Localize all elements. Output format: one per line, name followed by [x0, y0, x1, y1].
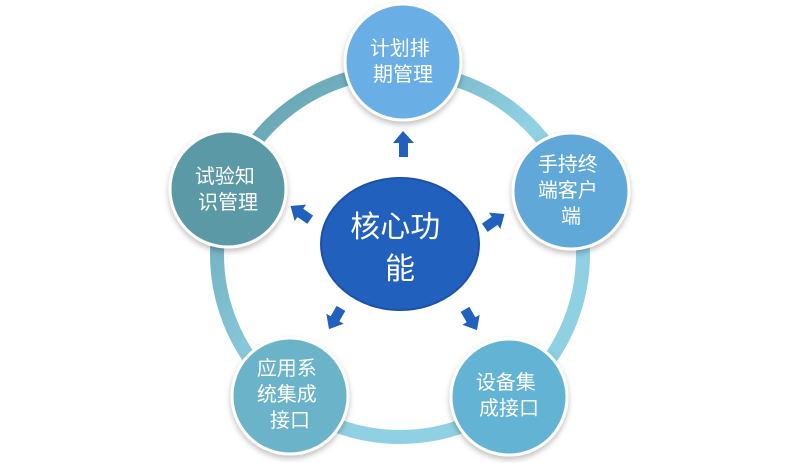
node-handheld-client	[511, 131, 631, 251]
center-node: 核心功 能	[320, 177, 480, 311]
node-circle	[449, 337, 569, 457]
node-system-integration-label: 应用系 统集成 接口	[257, 356, 323, 432]
node-knowledge-management	[168, 129, 288, 249]
node-plan-management	[343, 2, 463, 122]
node-circle	[343, 2, 463, 122]
node-plan-management-label: 计划排 期管理	[370, 36, 436, 86]
arrow-right-icon	[481, 212, 505, 232]
arrow-down-left-icon	[326, 305, 346, 330]
arrow-left-icon	[290, 204, 314, 224]
node-device-integration-label: 设备集 成接口	[476, 370, 542, 420]
node-device-integration	[449, 337, 569, 457]
arrow-down-right-icon	[460, 306, 480, 331]
node-handheld-client-label: 手持终 端客户 端	[538, 152, 604, 228]
node-circle	[511, 131, 631, 251]
node-circle	[168, 129, 288, 249]
direction-arrows	[290, 131, 505, 331]
node-system-integration	[230, 336, 350, 456]
center-label: 核心功 能	[350, 210, 450, 287]
arrow-up-icon	[393, 131, 414, 157]
center-circle	[320, 177, 480, 311]
node-circle	[230, 336, 350, 456]
node-knowledge-management-label: 试验知 识管理	[195, 164, 261, 214]
